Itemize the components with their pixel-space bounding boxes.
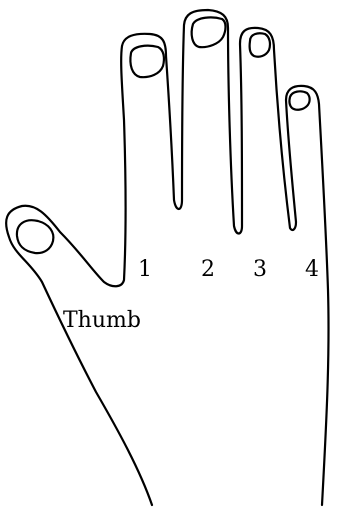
finger-3-nail (250, 33, 270, 56)
finger-1-nail (130, 46, 164, 78)
finger-2-label: 2 (201, 257, 215, 282)
finger-4-nail (289, 91, 309, 109)
finger-4-label: 4 (305, 257, 319, 282)
hand-outline (6, 10, 328, 505)
finger-3-label: 3 (253, 257, 267, 282)
thumbnail (17, 220, 53, 253)
finger-2-nail (192, 17, 226, 47)
finger-1-label: 1 (138, 257, 152, 282)
thumb-label: Thumb (63, 308, 141, 333)
